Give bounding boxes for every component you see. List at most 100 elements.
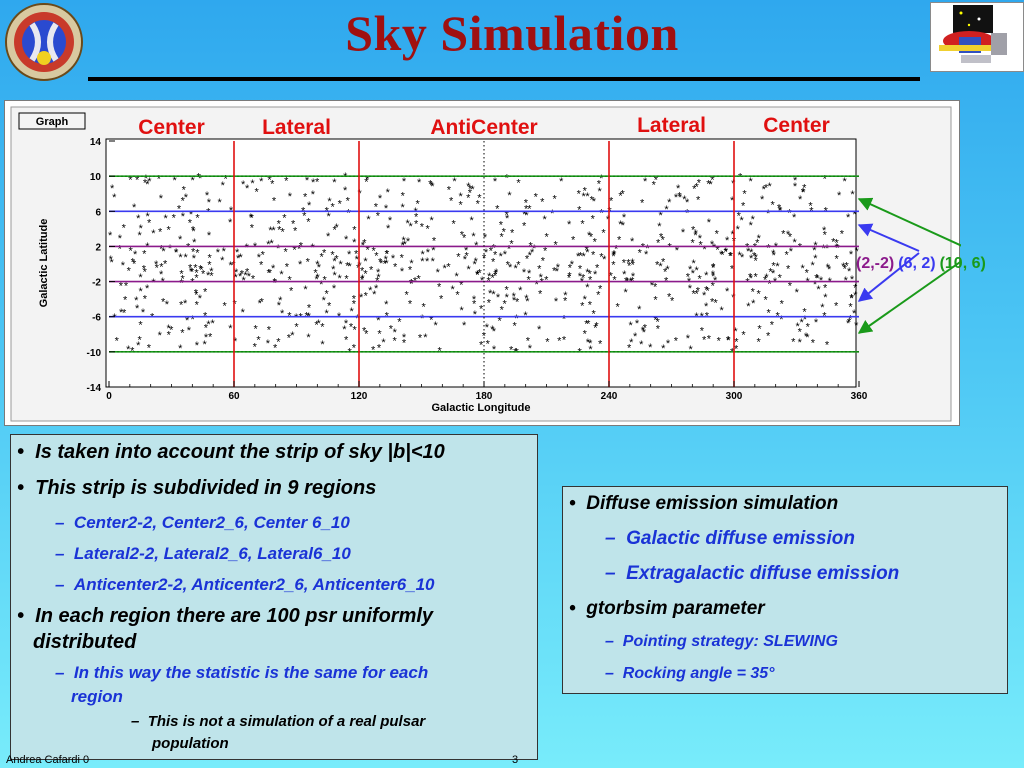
data-point: * — [402, 176, 407, 188]
y-tick-label: 2 — [95, 242, 101, 253]
data-point: * — [209, 266, 214, 278]
data-point: * — [119, 307, 124, 319]
x-tick-label: 180 — [476, 391, 493, 402]
data-point: * — [414, 218, 419, 230]
data-point: * — [364, 177, 369, 189]
band-label-10: (10, 6) — [939, 255, 986, 272]
data-point: * — [540, 196, 545, 208]
data-point: * — [579, 251, 584, 263]
data-point: * — [707, 217, 712, 229]
data-point: * — [266, 338, 271, 350]
data-point: * — [115, 335, 120, 347]
data-point: * — [556, 262, 561, 274]
data-point: * — [421, 302, 426, 314]
data-point: * — [206, 206, 211, 218]
data-point: * — [720, 305, 725, 317]
data-point: * — [698, 233, 703, 245]
data-point: * — [184, 252, 189, 264]
data-point: * — [848, 314, 853, 326]
data-point: * — [294, 312, 299, 324]
data-point: * — [393, 261, 398, 273]
data-point: * — [289, 286, 294, 298]
data-point: * — [311, 189, 316, 201]
data-point: * — [666, 338, 671, 350]
data-point: * — [543, 214, 548, 226]
data-point: * — [316, 272, 321, 284]
data-point: * — [777, 202, 782, 214]
data-point: * — [843, 263, 848, 275]
data-point: * — [239, 252, 244, 264]
data-point: * — [443, 263, 448, 275]
data-point: * — [167, 330, 172, 342]
data-point: * — [638, 248, 643, 260]
data-point: * — [164, 213, 169, 225]
data-point: * — [510, 227, 515, 239]
data-point: * — [524, 198, 529, 210]
data-point: * — [504, 284, 509, 296]
data-point: * — [458, 191, 463, 203]
data-point: * — [306, 332, 311, 344]
data-point: * — [518, 285, 523, 297]
data-point: * — [307, 200, 312, 212]
data-point: * — [516, 177, 521, 189]
data-point: * — [512, 320, 517, 332]
data-point: * — [334, 254, 339, 266]
slide-title: Sky Simulation — [345, 5, 679, 61]
data-point: * — [190, 276, 195, 288]
data-point: * — [710, 296, 715, 308]
data-point: * — [567, 273, 572, 285]
data-point: * — [209, 271, 214, 283]
data-point: * — [378, 256, 383, 268]
right-bullet-box: • Diffuse emission simulation – Galactic… — [562, 486, 1008, 694]
data-point: * — [423, 332, 428, 344]
data-point: * — [366, 214, 371, 226]
data-point: * — [273, 276, 278, 288]
data-point: * — [127, 265, 132, 277]
data-point: * — [798, 194, 803, 206]
data-point: * — [292, 244, 297, 256]
data-point: * — [257, 252, 262, 264]
data-point: * — [347, 249, 352, 261]
data-point: * — [181, 273, 186, 285]
data-point: * — [195, 340, 200, 352]
data-point: * — [754, 252, 759, 264]
data-point: * — [583, 294, 588, 306]
data-point: * — [583, 329, 588, 341]
data-point: * — [767, 278, 772, 290]
data-point: * — [835, 237, 840, 249]
data-point: * — [825, 340, 830, 352]
data-point: * — [820, 302, 825, 314]
data-point: * — [631, 260, 636, 272]
data-point: * — [850, 274, 855, 286]
data-point: * — [661, 257, 666, 269]
data-point: * — [544, 232, 549, 244]
data-point: * — [268, 267, 273, 279]
data-point: * — [352, 298, 357, 310]
data-point: * — [322, 275, 327, 287]
data-point: * — [793, 181, 798, 193]
data-point: * — [462, 320, 467, 332]
data-point: * — [285, 262, 290, 274]
footer-author: Andrea Cafardi 0 — [6, 754, 90, 766]
data-point: * — [258, 298, 263, 310]
data-point: * — [522, 209, 527, 221]
data-point: * — [553, 240, 558, 252]
data-point: * — [711, 271, 716, 283]
data-point: * — [211, 318, 216, 330]
data-point: * — [181, 211, 186, 223]
data-point: * — [135, 174, 140, 186]
data-point: * — [814, 272, 819, 284]
data-point: * — [409, 278, 414, 290]
data-point: * — [332, 283, 337, 295]
data-point: * — [489, 245, 494, 257]
data-point: * — [780, 298, 785, 310]
data-point: * — [260, 297, 265, 309]
data-point: * — [179, 300, 184, 312]
data-point: * — [109, 257, 114, 269]
data-point: * — [133, 249, 138, 261]
data-point: * — [691, 258, 696, 270]
data-point: * — [614, 243, 619, 255]
data-point: * — [137, 335, 142, 347]
data-point: * — [507, 244, 512, 256]
data-point: * — [841, 261, 846, 273]
